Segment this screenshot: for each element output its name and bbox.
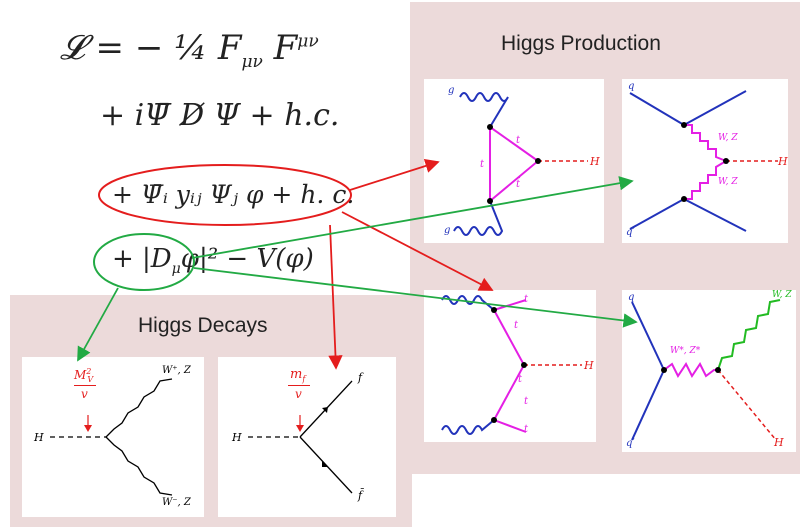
- diagram-higgs-to-vv: M2V v H W⁺, Z W⁻, Z: [22, 357, 204, 517]
- tth-top-label-1: t: [524, 294, 529, 305]
- ff-antifermion-label: f̄: [358, 489, 363, 502]
- tth-higgs-label: H: [584, 359, 594, 372]
- lagrangian-line-1: 𝓛 = − ¼ Fμν Fμν: [60, 28, 319, 72]
- lagrangian-line-4: + |Dμφ|² − V(φ): [112, 244, 314, 277]
- diagram-ttbar-higgs: t t t t t H: [424, 290, 596, 442]
- vv-coupling-num-text: M: [74, 368, 87, 382]
- lagrangian-line-4-text: + |D: [112, 244, 172, 274]
- vbf-boson-label-1: W, Z: [718, 133, 738, 143]
- vh-virtual-boson-label: W*, Z*: [670, 346, 701, 356]
- diagram-associated-vh: q q′ W*, Z* W, Z H: [622, 290, 796, 452]
- ggf-top-label-2: t: [480, 159, 485, 170]
- vv-coupling-numerator: M2V: [74, 367, 93, 384]
- ggf-higgs-label: H: [590, 155, 600, 168]
- ff-fraction-bar: [288, 385, 310, 386]
- ggf-gluon-bottom-label: g: [444, 225, 451, 236]
- lagrangian-line-1-tail: F: [262, 28, 298, 68]
- tth-top-label-4: t: [524, 396, 529, 407]
- lagrangian-line-1-text: 𝓛 = − ¼ F: [60, 28, 242, 68]
- diagram-gluon-fusion: g g t t t̄ H: [424, 79, 604, 243]
- vv-fraction-bar: [74, 385, 96, 386]
- vh-quark-bottom-label: q′: [626, 438, 635, 449]
- lagrangian-line-4-tail: φ|² − V(φ): [180, 244, 314, 274]
- vv-higgs-label: H: [34, 431, 44, 444]
- lagrangian-line-1-sub: μν: [241, 51, 263, 72]
- diagram-vector-boson-fusion: q q′ W, Z W, Z H: [622, 79, 788, 243]
- vbf-boson-label-2: W, Z: [718, 177, 738, 187]
- vbf-quark-top-label: q: [628, 81, 635, 92]
- vbf-higgs-label: H: [778, 155, 788, 168]
- higgs-decays-title: Higgs Decays: [138, 314, 268, 337]
- ggf-gluon-top-label: g: [448, 85, 455, 96]
- ff-higgs-label: H: [232, 431, 242, 444]
- vh-boson-label: W, Z: [772, 290, 792, 300]
- ff-coupling-num-sub: f: [302, 374, 306, 384]
- tth-top-label-5: t: [524, 424, 529, 435]
- vv-coupling-denominator: v: [81, 387, 88, 401]
- diagram-higgs-to-ffbar: mf v H f f̄: [218, 357, 396, 517]
- tth-top-label-2: t: [514, 320, 519, 331]
- vv-coupling-num-sup: 2: [86, 367, 92, 376]
- ggf-top-label-3: t̄: [516, 179, 521, 190]
- vv-w-minus-label: W⁻, Z: [162, 497, 191, 508]
- ff-coupling-numerator: mf: [290, 367, 305, 384]
- higgs-production-title: Higgs Production: [501, 32, 661, 55]
- vv-w-plus-label: W⁺, Z: [162, 365, 191, 376]
- vh-quark-top-label: q: [628, 292, 635, 303]
- lagrangian-line-4-sub: μ: [171, 261, 181, 278]
- ff-fermion-label: f: [358, 371, 363, 384]
- vh-higgs-label: H: [774, 436, 784, 449]
- vbf-quark-bottom-label: q′: [626, 227, 635, 238]
- ggf-top-label-1: t: [516, 135, 521, 146]
- lagrangian-line-1-sup: μν: [297, 31, 319, 52]
- ff-coupling-num-text: m: [290, 367, 303, 382]
- ff-coupling-denominator: v: [295, 387, 302, 401]
- lagrangian-line-3: + Ψ̄ᵢ yᵢⱼ Ψⱼ φ + h. c.: [112, 180, 355, 209]
- vv-coupling-num-sub: V: [87, 375, 94, 385]
- tth-top-label-3: t: [518, 374, 523, 385]
- lagrangian-line-2: + iΨ̄ D̸ Ψ + h.c.: [100, 98, 340, 133]
